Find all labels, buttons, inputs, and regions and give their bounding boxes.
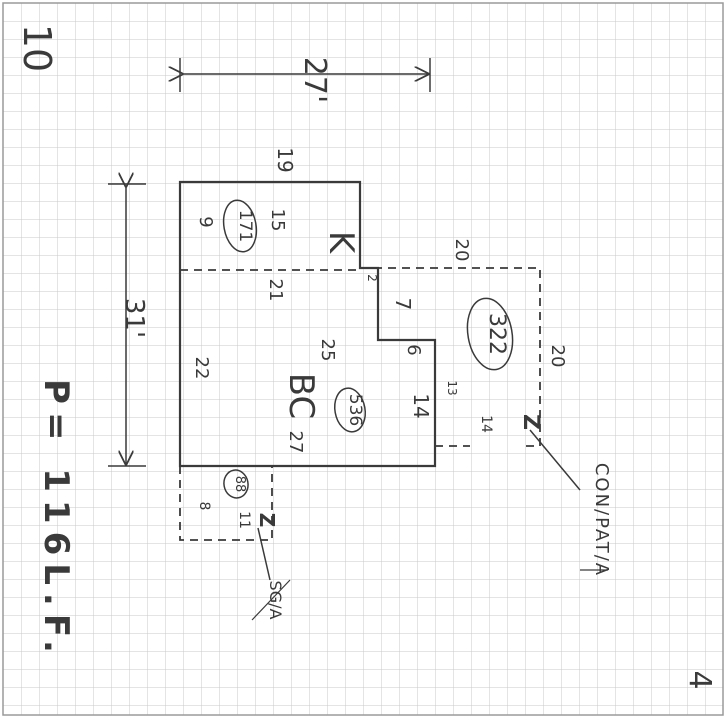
room-k-bottom: 21 [265, 279, 286, 302]
patio-zone: Z [518, 414, 543, 430]
room-bc-area-circle [333, 387, 367, 433]
building-outline [178, 180, 437, 468]
stoop-zone: Z [255, 513, 279, 528]
patio-bottom: 14 [478, 415, 494, 433]
patio-area-circle [466, 297, 514, 371]
stoop-note-slash [251, 579, 291, 621]
notch-label-3: 6 [403, 344, 424, 355]
patio-leader [529, 429, 581, 491]
stoop-right: 11 [236, 511, 252, 529]
room-k-top: 19 [273, 147, 297, 172]
patio-left: 13 [445, 380, 459, 395]
stoop-outline [179, 466, 273, 541]
room-k-area-circle [222, 199, 258, 253]
patio-top: 20 [451, 239, 472, 262]
stoop-note: SG/A [266, 581, 285, 620]
height-dimension [108, 184, 146, 467]
perimeter-note: P= 116L.F. [36, 379, 76, 661]
room-k-side-left: 9 [195, 216, 216, 227]
room-bc-side-bottom: 27 [285, 431, 306, 454]
notch-label-2: 7 [391, 298, 415, 311]
notch-label-1: 2 [365, 274, 379, 282]
width-dimension-label: 27' [297, 57, 332, 103]
corner-label-bottom-right: 4 [682, 670, 717, 689]
room-bc-right: 14 [409, 393, 433, 418]
width-dimension [180, 58, 431, 92]
room-bc-side-top: 25 [317, 339, 338, 362]
room-k-side-right: 15 [267, 209, 288, 232]
room-bc-area: 536 [345, 394, 365, 426]
room-k-area: 171 [235, 210, 255, 242]
room-k-label: K [321, 231, 361, 255]
corner-label-top-left: 10 [15, 24, 59, 72]
stoop-left: 8 [196, 502, 212, 511]
patio-note: CON/PAT/A [591, 463, 612, 577]
patio-right: 20 [547, 345, 568, 368]
height-dimension-label: 31' [119, 298, 149, 338]
patio-area: 322 [484, 313, 509, 355]
stoop-leader [257, 527, 271, 581]
stoop-area: 88 [232, 476, 247, 493]
stoop-area-circle [223, 469, 249, 499]
patio-outline [360, 267, 541, 447]
room-bc-label: BC [281, 373, 321, 419]
room-bc-left: 22 [191, 357, 212, 380]
